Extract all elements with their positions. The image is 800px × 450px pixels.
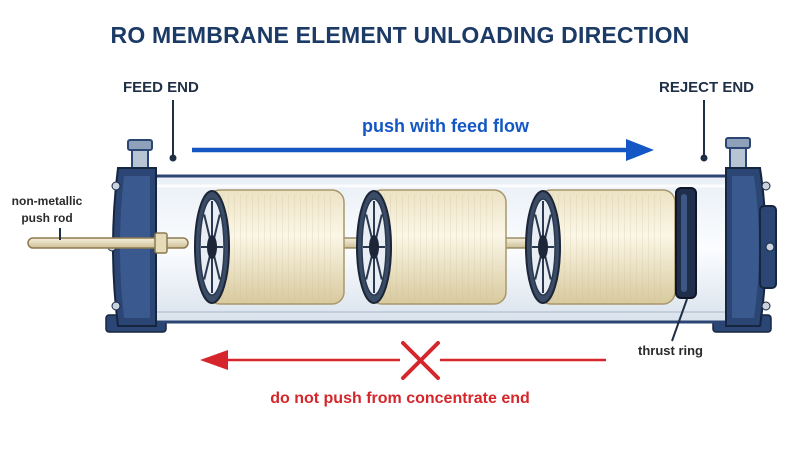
feed-end-label: FEED END — [123, 79, 199, 96]
push-direction-arrow — [192, 139, 654, 161]
warning-label: do not push from concentrate end — [270, 390, 530, 407]
anti-telescoping-cap — [525, 190, 561, 304]
feed-end-cap — [107, 139, 157, 327]
membrane-element — [356, 189, 507, 305]
do-not-push-arrow — [200, 350, 606, 370]
reject-end-label: REJECT END — [659, 79, 755, 96]
prohibited-x-icon — [401, 341, 440, 380]
thrust-ring — [675, 187, 697, 299]
membrane-element — [194, 189, 345, 305]
membrane-element — [525, 189, 676, 305]
leader-lines — [59, 100, 708, 342]
push-rod-label: non-metallic push rod — [11, 194, 83, 225]
thrust-ring-label: thrust ring — [638, 343, 703, 358]
anti-telescoping-cap — [194, 190, 230, 304]
anti-telescoping-cap — [356, 190, 392, 304]
membrane-elements — [194, 189, 676, 305]
push-direction-label: push with feed flow — [362, 116, 529, 136]
diagram-title: RO MEMBRANE ELEMENT UNLOADING DIRECTION — [110, 22, 690, 48]
reject-end-cap — [725, 137, 777, 327]
